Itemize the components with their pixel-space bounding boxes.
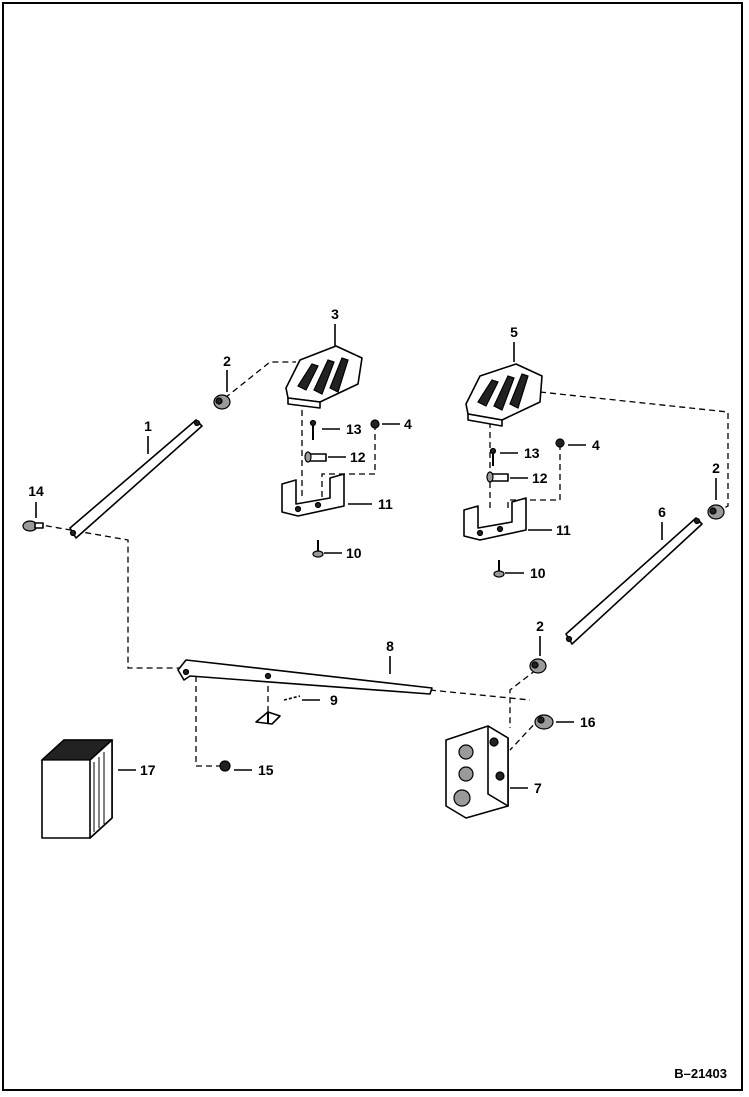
- callout-2-upper-left: 2: [223, 353, 231, 369]
- callout-leader-lines: [35, 324, 717, 789]
- callout-2-right: 2: [712, 460, 720, 476]
- part-6-link-bar: [565, 517, 703, 645]
- part-11-bracket-left: [281, 473, 345, 517]
- callout-16: 16: [580, 714, 596, 730]
- part-10-bolt-right: [493, 560, 505, 578]
- callout-12-right: 12: [532, 470, 548, 486]
- part-8-cross-strap: [177, 659, 433, 695]
- part-10-bolt-left: [312, 540, 324, 558]
- part-12-bolt-left: [304, 451, 327, 463]
- callout-10-left: 10: [346, 545, 362, 561]
- part-13-pin-left: [309, 419, 317, 440]
- part-7-control-valve: [445, 725, 509, 819]
- part-2-nut-upper-left: [213, 394, 231, 410]
- callout-12-left: 12: [350, 449, 366, 465]
- part-5-right-foot-pedal: [465, 363, 543, 427]
- callout-7: 7: [534, 780, 542, 796]
- callout-14: 14: [28, 483, 44, 499]
- callout-6: 6: [658, 504, 666, 520]
- callout-1: 1: [144, 418, 152, 434]
- callout-15: 15: [258, 762, 274, 778]
- callout-11-left: 11: [378, 496, 393, 512]
- part-15-nut: [219, 760, 231, 772]
- document-reference-id: B–21403: [674, 1066, 727, 1081]
- part-14-bolt: [22, 520, 44, 532]
- part-2-nut-right: [707, 504, 725, 520]
- callout-4-left: 4: [404, 416, 412, 432]
- part-4-nut-left: [370, 419, 380, 429]
- part-13-pin-right: [489, 447, 497, 466]
- callout-11-right: 11: [556, 522, 571, 538]
- callout-10-right: 10: [530, 565, 546, 581]
- callout-2-lower: 2: [536, 618, 544, 634]
- part-1-link-bar: [69, 419, 203, 539]
- callout-13-left: 13: [346, 421, 362, 437]
- callout-labels: 1 2 3 4 13 12 11 10 14 5 4 13 12 11 10 6…: [28, 306, 720, 796]
- assembly-dashed-lines: [35, 361, 729, 767]
- part-16-fitting: [534, 714, 554, 730]
- part-12-bolt-right: [486, 471, 509, 483]
- callout-17: 17: [140, 762, 156, 778]
- part-4-nut-right: [555, 438, 565, 448]
- part-9-clip: [255, 695, 301, 725]
- part-11-bracket-right: [463, 497, 527, 541]
- callout-13-right: 13: [524, 445, 540, 461]
- callout-8: 8: [386, 638, 394, 654]
- part-17-box: [40, 739, 114, 839]
- callout-9: 9: [330, 692, 338, 708]
- callout-3: 3: [331, 306, 339, 322]
- part-2-nut-lower: [529, 658, 547, 674]
- callout-5: 5: [510, 324, 518, 340]
- callout-4-right: 4: [592, 437, 600, 453]
- part-3-left-foot-pedal: [285, 345, 363, 409]
